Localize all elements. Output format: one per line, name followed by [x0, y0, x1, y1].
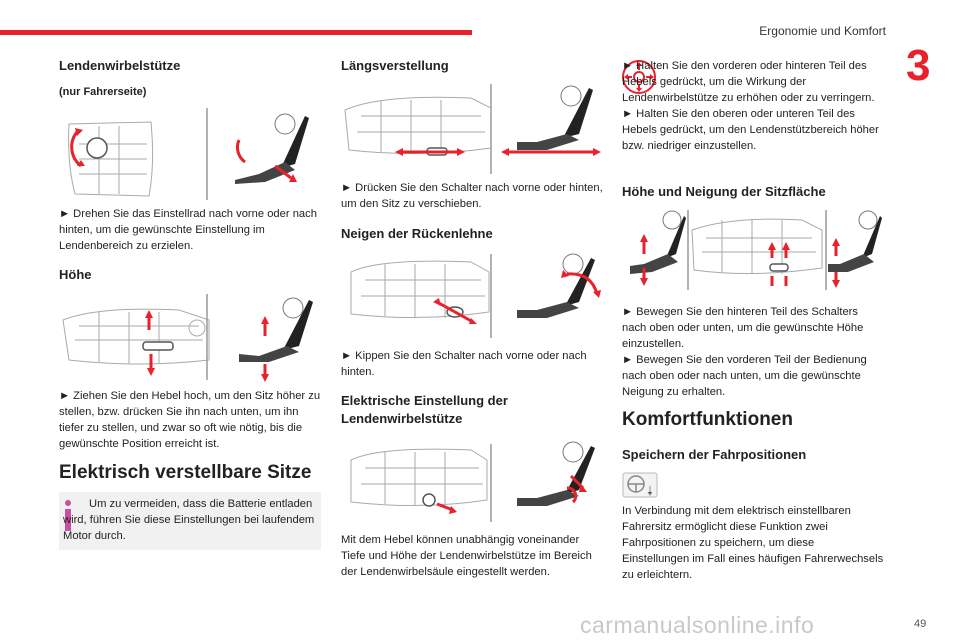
section-title-comfort: Komfortfunktionen [622, 409, 793, 430]
section-title-electric-lumbar: Elektrische Einstellung der Lendenwirbel… [341, 393, 508, 426]
section-title-lumbar: Lendenwirbelstütze [59, 58, 181, 73]
seat-tilt-illustration [630, 210, 882, 290]
steering-wheel-icon [622, 472, 658, 498]
section-subtitle-driver-only: (nur Fahrerseite) [59, 86, 147, 98]
info-note: Um zu vermeiden, dass die Batterie entla… [59, 492, 321, 550]
longitudinal-instruction: ► Drücken Sie den Schalter nach vorne od… [341, 182, 603, 210]
info-icon [65, 500, 71, 531]
section-title-memory: Speichern der Fahrpositionen [622, 447, 807, 462]
memory-description: In Verbindung mit dem elektrisch einstel… [622, 505, 884, 581]
section-title-height: Höhe [59, 267, 92, 282]
recline-instruction: ► Kippen Sie den Schalter nach vorne ode… [341, 350, 587, 378]
info-note-text: Um zu vermeiden, dass die Batterie entla… [63, 498, 315, 542]
lumbar-instruction: ► Drehen Sie das Einstellrad nach vorne … [59, 208, 317, 252]
section-title-seat-tilt: Höhe und Neigung der Sitzfläche [622, 184, 826, 199]
height-instruction: ► Ziehen Sie den Hebel hoch, um den Sitz… [59, 390, 321, 450]
section-title-electric-seats: Elektrisch verstellbare Sitze [59, 462, 312, 483]
seat-tilt-instruction: ► Bewegen Sie den hinteren Teil des Scha… [622, 306, 867, 398]
electric-lumbar-description: Mit dem Hebel können unabhängig voneinan… [341, 534, 592, 578]
recline-switch-illustration [350, 253, 601, 338]
longitudinal-switch-illustration [344, 84, 601, 174]
electric-lumbar-illustration [350, 441, 595, 522]
lumbar-wheel-illustration [68, 108, 309, 200]
lumbar-lever-instruction: ► Halten Sie den vorderen oder hinteren … [622, 60, 879, 152]
section-title-longitudinal: Längsverstellung [341, 58, 449, 73]
chapter-number: 3 [906, 41, 931, 90]
height-lever-illustration [62, 294, 313, 382]
page-number: 49 [914, 618, 927, 630]
watermark: carmanualsonline.info [580, 612, 815, 638]
lumbar-lever-icon [622, 60, 656, 94]
chapter-header-title: Ergonomie und Komfort [759, 24, 886, 38]
section-title-recline: Neigen der Rückenlehne [341, 226, 493, 241]
header-accent-bar [0, 30, 472, 35]
